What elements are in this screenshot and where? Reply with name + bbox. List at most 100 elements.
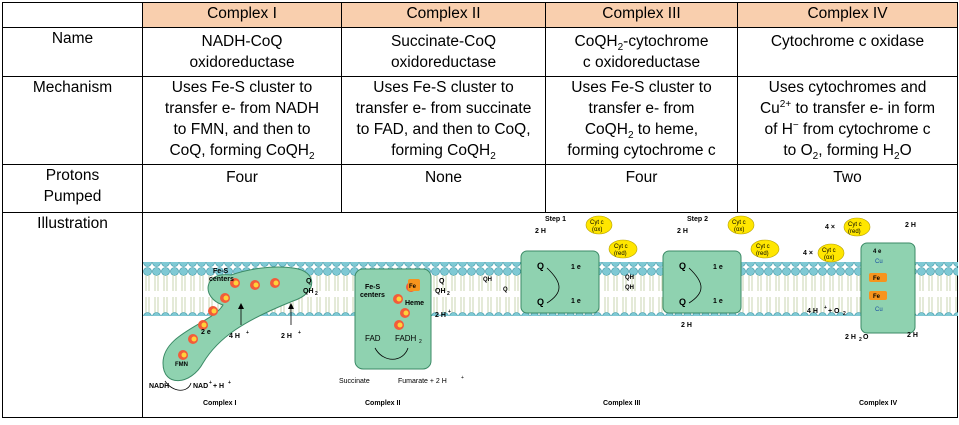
svg-text:+: + bbox=[246, 330, 249, 336]
complex-iv-4h-o2-label: 4 H bbox=[807, 308, 818, 315]
complex-iv-cu-label-2: Cu bbox=[875, 307, 883, 313]
illustration-cell: Fe-S centers 2 e FMN NADH NAD + + H + 4 … bbox=[142, 212, 958, 418]
svg-text:2: 2 bbox=[843, 311, 846, 317]
complex-iv-2h-top: 2 H bbox=[905, 222, 916, 229]
complex-iii-cytc-ox-2 bbox=[727, 215, 755, 235]
complex-iii-step1-label: Step 1 bbox=[545, 216, 566, 223]
complex-ii-2h-label: 2 H bbox=[435, 312, 446, 319]
complex-ii-centers-label: centers bbox=[360, 292, 385, 299]
complex-iv-figure: 4 × 4 × Cyt c (red) Cyt c (ox) 4 e Cu Fe… bbox=[803, 217, 918, 407]
complex-iv-cytc-red bbox=[843, 217, 871, 237]
complex-iii-q4: Q bbox=[679, 297, 686, 307]
complex-iii-1e-d: 1 e bbox=[713, 298, 723, 305]
svg-text:Cyt c: Cyt c bbox=[756, 244, 770, 250]
svg-text:2: 2 bbox=[447, 291, 450, 297]
name-complex-iii: CoQH2-cytochrome c oxidoreductase bbox=[545, 27, 738, 77]
complex-iv-4e-label: 4 e bbox=[873, 249, 882, 255]
complex-i-fes-chain bbox=[178, 278, 280, 360]
complex-i-2h-label: 2 H bbox=[281, 333, 292, 340]
etc-complex-table: Complex I Complex II Complex III Complex… bbox=[2, 2, 958, 418]
complex-i-fes-label: Fe-S bbox=[213, 268, 229, 275]
complex-iii-q1: Q bbox=[537, 261, 544, 271]
complex-iii-body-step1 bbox=[520, 250, 600, 314]
svg-text:+: + bbox=[448, 309, 451, 315]
svg-text:Q: Q bbox=[503, 287, 508, 293]
header-row: Complex I Complex II Complex III Complex… bbox=[2, 2, 958, 28]
mechanism-row: Mechanism Uses Fe-S cluster to transfer … bbox=[2, 76, 958, 165]
protons-complex-iv: Two bbox=[737, 164, 958, 213]
header-complex-i: Complex I bbox=[142, 2, 342, 28]
complex-iv-cu-label-1: Cu bbox=[875, 259, 883, 265]
complex-i-fmn-label: FMN bbox=[175, 362, 188, 368]
complex-i-figure: Fe-S centers 2 e FMN NADH NAD + + H + 4 … bbox=[149, 266, 318, 407]
svg-text:Cyt c: Cyt c bbox=[822, 248, 836, 254]
protons-complex-ii: None bbox=[341, 164, 546, 213]
row-label-mechanism: Mechanism bbox=[2, 76, 143, 165]
complex-ii-fe-label: Fe bbox=[409, 284, 417, 290]
complex-iv-4x-a: 4 × bbox=[825, 224, 835, 231]
complex-i-nad-label: NAD bbox=[193, 383, 208, 390]
complex-iii-body-step2 bbox=[662, 250, 742, 314]
etc-illustration: Fe-S centers 2 e FMN NADH NAD + + H + 4 … bbox=[143, 215, 958, 407]
svg-text:2: 2 bbox=[859, 337, 862, 343]
complex-iv-2h-bottom: 2 H bbox=[907, 332, 918, 339]
complex-iii-q3: Q bbox=[679, 261, 686, 271]
svg-text:+: + bbox=[298, 330, 301, 336]
complex-iii-2h-b: 2 H bbox=[677, 228, 688, 235]
complex-ii-qh2-label: QH bbox=[435, 288, 446, 295]
complex-iv-fe-label-2: Fe bbox=[873, 294, 881, 300]
svg-text:(red): (red) bbox=[614, 251, 627, 257]
complex-i-caption: Complex I bbox=[203, 400, 237, 407]
protons-complex-i: Four bbox=[142, 164, 342, 213]
complex-iv-fe-label-1: Fe bbox=[873, 276, 881, 282]
complex-ii-succinate-label: Succinate bbox=[339, 378, 370, 385]
complex-iii-1e-a: 1 e bbox=[571, 264, 581, 271]
svg-text:+: + bbox=[824, 305, 827, 311]
complex-i-2e-label: 2 e bbox=[201, 329, 211, 336]
svg-text:2: 2 bbox=[419, 339, 422, 345]
complex-ii-body bbox=[354, 268, 432, 370]
complex-iii-figure: Step 1 Step 2 Q Q Q Q 1 e 1 e 1 e 1 e QH… bbox=[483, 215, 780, 407]
complex-i-4h-label: 4 H bbox=[229, 333, 240, 340]
header-complex-ii: Complex II bbox=[341, 2, 546, 28]
svg-text:+: + bbox=[461, 375, 464, 381]
svg-text:(red): (red) bbox=[848, 229, 861, 235]
svg-text:+ H: + H bbox=[213, 383, 224, 390]
complex-ii-fumarate-label: Fumarate + 2 H bbox=[398, 378, 447, 385]
svg-text:Cyt c: Cyt c bbox=[614, 244, 628, 250]
complex-ii-fes-label: Fe-S bbox=[365, 284, 381, 291]
row-label-illustration: Illustration bbox=[2, 212, 143, 418]
complex-i-nadh-label: NADH bbox=[149, 383, 169, 390]
complex-iii-cytc-red-1 bbox=[608, 239, 638, 259]
complex-ii-fad-label: FAD bbox=[365, 334, 381, 343]
complex-iii-qh2-c: QH bbox=[625, 285, 634, 291]
svg-text:2: 2 bbox=[315, 291, 318, 297]
svg-text:Cyt c: Cyt c bbox=[848, 222, 862, 228]
complex-ii-caption: Complex II bbox=[365, 400, 400, 407]
complex-iv-caption: Complex IV bbox=[859, 400, 897, 407]
complex-iii-2h-a: 2 H bbox=[535, 228, 546, 235]
header-complex-iii: Complex III bbox=[545, 2, 738, 28]
complex-iii-qh2-a: QH bbox=[483, 277, 492, 283]
svg-text:(ox): (ox) bbox=[592, 227, 602, 233]
complex-iv-2h2o-label: 2 H bbox=[845, 334, 856, 341]
complex-i-q-label: Q bbox=[306, 278, 312, 285]
svg-text:O: O bbox=[863, 334, 869, 341]
mechanism-complex-iii: Uses Fe-S cluster to transfer e- from Co… bbox=[545, 76, 738, 165]
svg-text:(red): (red) bbox=[756, 251, 769, 257]
mechanism-complex-ii: Uses Fe-S cluster to transfer e- from su… bbox=[341, 76, 546, 165]
complex-iii-cytc-red-2 bbox=[750, 239, 780, 259]
svg-text:Cyt c: Cyt c bbox=[732, 220, 746, 226]
complex-i-qh2-label: QH bbox=[303, 288, 314, 295]
complex-iii-1e-c: 1 e bbox=[713, 264, 723, 271]
header-corner bbox=[2, 2, 143, 28]
svg-text:Cyt c: Cyt c bbox=[590, 220, 604, 226]
mechanism-complex-iv: Uses cytochromes and Cu2+ to transfer e-… bbox=[737, 76, 958, 165]
header-complex-iv: Complex IV bbox=[737, 2, 958, 28]
complex-ii-q-label: Q bbox=[439, 278, 445, 285]
svg-text:+ O: + O bbox=[828, 308, 840, 315]
complex-iii-cytc-ox-1 bbox=[585, 215, 613, 235]
